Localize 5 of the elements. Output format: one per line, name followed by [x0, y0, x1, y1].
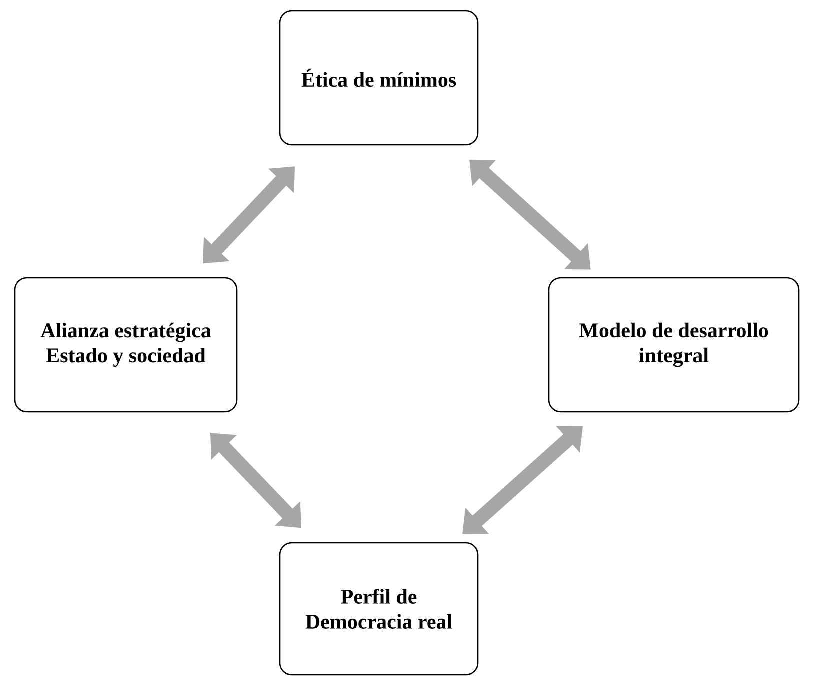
rounded-box: Perfil de Democracia real: [279, 542, 479, 676]
rounded-box: Ética de mínimos: [279, 10, 479, 146]
rounded-box: Alianza estratégica Estado y sociedad: [14, 277, 238, 413]
double-arrow: [470, 160, 591, 270]
rounded-box: Modelo de desarrollo integral: [548, 277, 800, 413]
